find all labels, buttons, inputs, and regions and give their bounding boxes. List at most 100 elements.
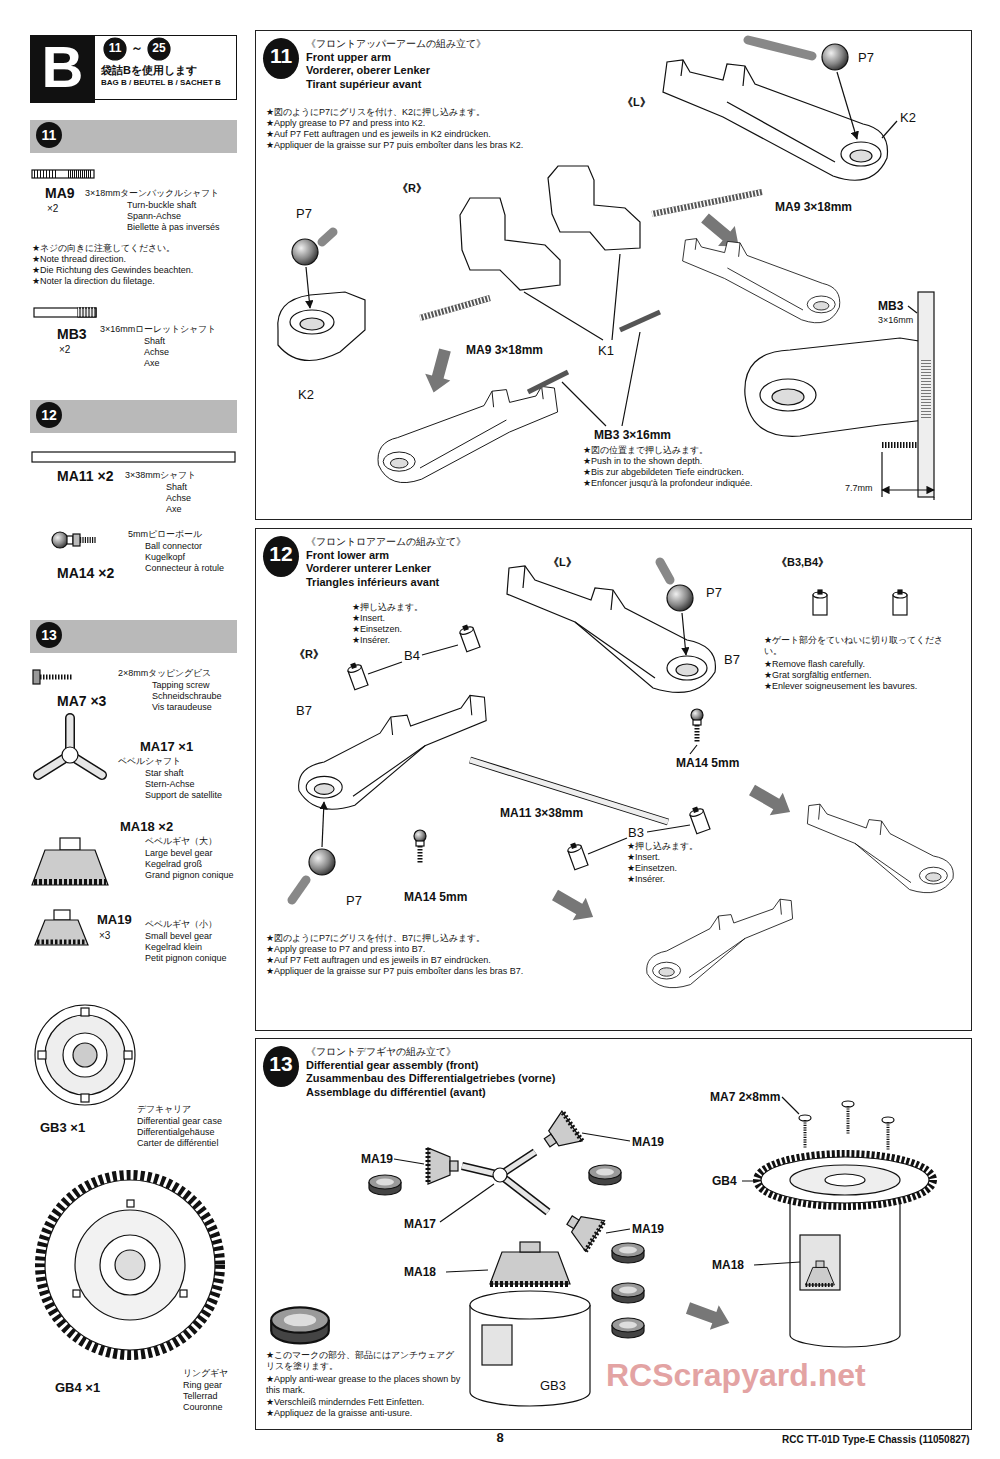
part-label: MA9 3×18mm [466, 343, 543, 357]
page-number: 8 [496, 1430, 503, 1446]
small-bevel-gear [35, 920, 88, 945]
note: ★Appliquez de la graisse anti-usure. [266, 1408, 412, 1419]
part-label: Shaft [166, 482, 187, 493]
part-label: MA17 [404, 1217, 436, 1231]
front-lower-arm-illustration [299, 695, 487, 809]
step-number-circle: 11 [263, 38, 299, 79]
node-text: Assemblage du différentiel (avant) [306, 1086, 971, 1100]
knurled-shaft [34, 308, 96, 317]
differential-illustration [470, 1305, 590, 1406]
part-label: GB4 [712, 1174, 737, 1188]
step-range-circles [148, 38, 170, 60]
note: ★Einsetzen. [627, 863, 677, 874]
dimension: 7.7mm [845, 483, 873, 494]
part-label: Turn-buckle shaft [127, 200, 196, 211]
step-number-circle: 12 [263, 536, 299, 577]
parts-step-bar: 12 [30, 400, 237, 433]
part-label: ベベルギヤ（大） [145, 836, 217, 847]
small-bevel-gear [37, 940, 86, 945]
differential-illustration [493, 1168, 507, 1182]
front-upper-arm-illustration [772, 389, 804, 405]
front-upper-arm-illustration [882, 442, 918, 448]
front-lower-arm-illustration [807, 804, 953, 893]
ring-gear [115, 1250, 145, 1280]
large-bevel-gear [34, 879, 106, 885]
part-label: Axe [144, 358, 160, 369]
node-heading: 《フロントアッパーアームの組み立て》 [306, 38, 971, 51]
note: ★Grat sorgfältig entfernen. [764, 670, 872, 681]
front-lower-arm-illustration [813, 590, 827, 615]
differential-illustration [757, 1154, 933, 1206]
front-upper-arm-illustration [460, 198, 560, 290]
note: ★Enfoncer jusqu'à la profondeur indiquée… [583, 478, 752, 489]
part-label: ベベルシャフト [118, 756, 181, 767]
ball-connector [52, 532, 68, 548]
front-lower-arm-illustration [346, 662, 368, 690]
differential-illustration [800, 1235, 840, 1290]
node-text: Zusammenbau des Differentialgetriebes (v… [306, 1072, 971, 1086]
differential-case [63, 1033, 107, 1077]
front-lower-arm-illustration [647, 899, 793, 988]
ball-connector [52, 532, 96, 548]
differential-illustration [560, 1205, 605, 1251]
step-number-circle: 13 [263, 1046, 299, 1087]
part-label: MA19 [632, 1135, 664, 1149]
turnbuckle-shaft [68, 170, 92, 178]
side-mark: 《R》 [294, 648, 324, 661]
front-upper-arm-illustration [524, 254, 620, 340]
differential-illustration [537, 1111, 582, 1158]
part-label: ベベルギヤ（小） [145, 919, 217, 930]
part-label: MB3 [878, 299, 903, 313]
part-label: Schneidschraube [152, 691, 222, 702]
note: ★押し込みます。 [352, 602, 423, 613]
note: ★Apply grease to P7 and press into K2. [266, 118, 425, 129]
part-label: Shaft [144, 336, 165, 347]
node-text: BAG B / BEUTEL B / SACHET B [101, 78, 234, 88]
differential-illustration [612, 1318, 644, 1338]
differential-illustration [369, 1175, 401, 1195]
node-heading: 11 [263, 38, 299, 74]
front-upper-arm-illustration [562, 332, 640, 426]
part-label: Couronne [183, 1402, 223, 1413]
node-heading: 袋詰Bを使用します [101, 64, 234, 78]
note: ★Insérer. [352, 635, 390, 646]
watermark: RCScrapyard.net [606, 1356, 866, 1394]
part-label: Vis taraudeuse [152, 702, 212, 713]
node-heading: B [31, 36, 94, 98]
side-mark: 《L》 [548, 556, 577, 569]
part-label: Differential gear case [137, 1116, 222, 1127]
note: ★Apply grease to P7 and press into B7. [266, 944, 425, 955]
part-label: Large bevel gear [145, 848, 213, 859]
knurled-shaft [78, 308, 96, 317]
note: ★Appliquer de la graisse sur P7 puis emb… [266, 140, 523, 151]
parts-step-bar: 11 [30, 120, 237, 153]
note: ★Appliquer de la graisse sur P7 puis emb… [266, 966, 523, 977]
front-upper-arm-illustration [378, 386, 558, 482]
turnbuckle-shaft [32, 170, 94, 178]
note: ★ゲート部分をていねいに切り取ってください。 [764, 635, 959, 657]
note: ★図の位置まで押し込みます。 [583, 445, 708, 456]
shaft-38mm [32, 452, 235, 462]
note: ★Insert. [627, 852, 660, 863]
part-label: 3×16mmローレットシャフト [100, 324, 216, 335]
part-label: 3×18mmターンバックルシャフト [85, 188, 219, 199]
node-text: Differential gear assembly (front) [306, 1059, 971, 1073]
part-label: B7 [724, 652, 740, 668]
parts-step-bar: 13 [30, 620, 237, 653]
front-upper-arm-illustration [300, 318, 324, 330]
node-text: Tirant supérieur avant [306, 78, 971, 92]
front-lower-arm-illustration [660, 562, 670, 580]
tapping-screw [33, 670, 40, 684]
front-lower-arm-illustration [292, 880, 306, 900]
part-label: MA9 3×18mm [775, 200, 852, 214]
part-label: Petit pignon conique [145, 953, 227, 964]
front-lower-arm-illustration [746, 779, 797, 824]
note: ★Auf P7 Fett auftragen und es jeweils in… [266, 955, 491, 966]
note: ★このマークの部分、部品にはアンチウェアグリスを塗ります。 [266, 1350, 461, 1372]
front-upper-arm-illustration [748, 40, 812, 56]
note: ★Auf P7 Fett auftragen und es jeweils in… [266, 129, 491, 140]
part-code: MA18 ×2 [120, 819, 173, 835]
node-heading: 《フロントロアアームの組み立て》 [306, 536, 971, 549]
note: ★Insert. [352, 613, 385, 624]
star-shaft [62, 747, 78, 763]
